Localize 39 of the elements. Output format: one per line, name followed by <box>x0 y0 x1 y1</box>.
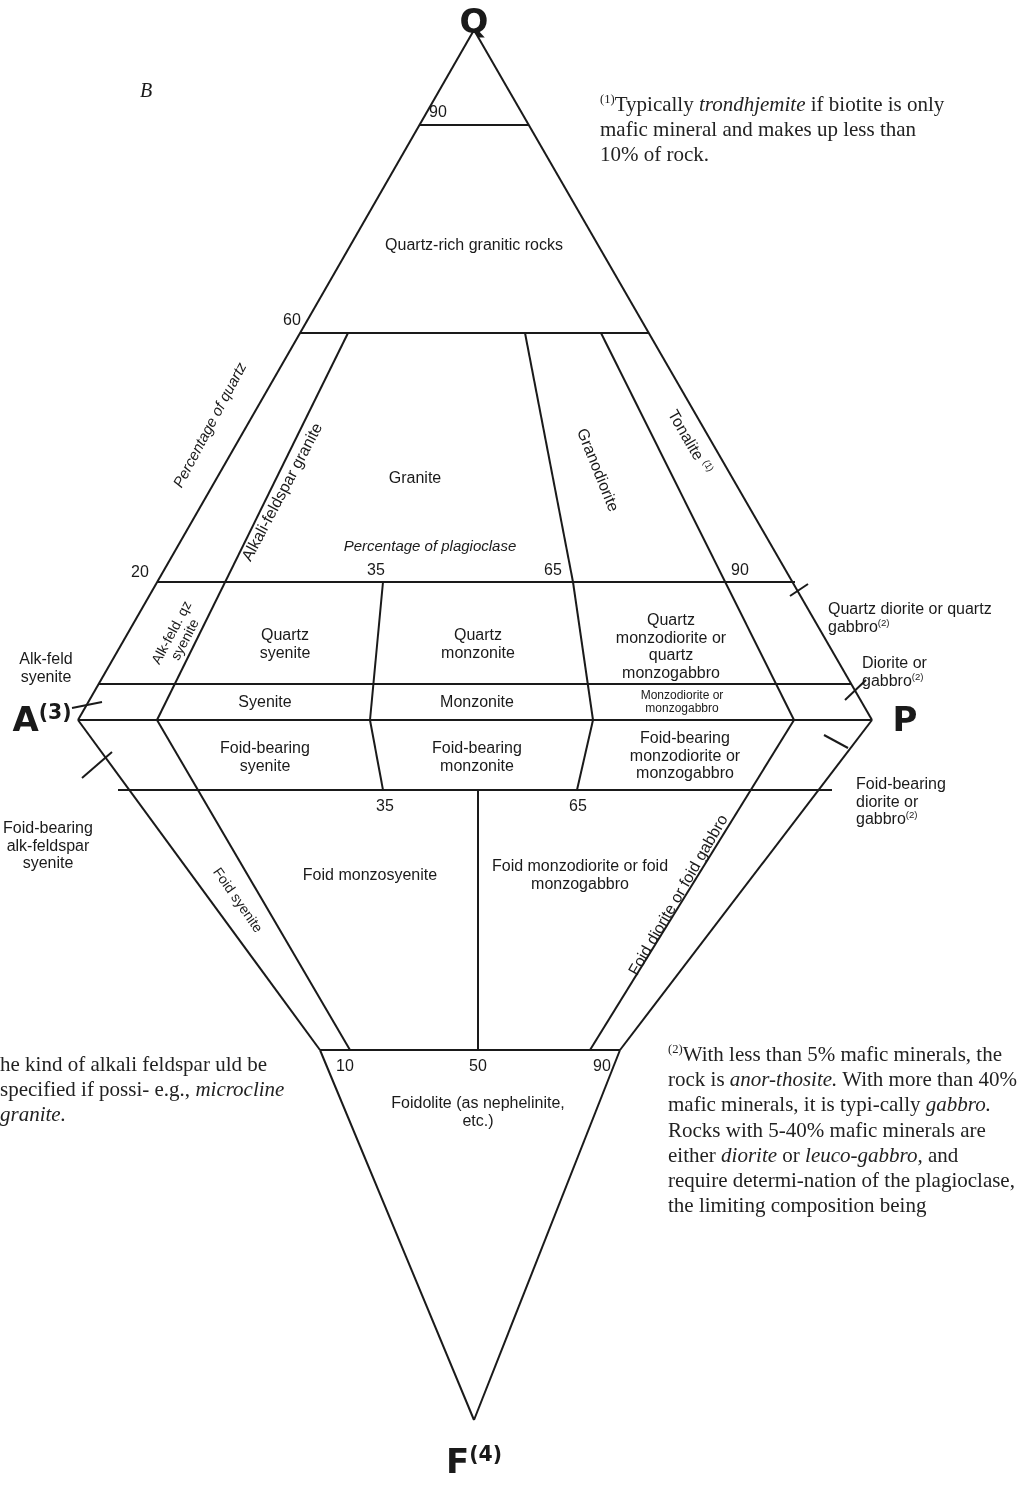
scale-value: 65 <box>568 797 588 815</box>
scale-value: 90 <box>730 561 750 579</box>
panel-letter: B <box>138 79 154 101</box>
scale-value: 20 <box>130 563 150 581</box>
axis-label: Percentage of plagioclase <box>342 537 518 555</box>
field-label: Foid-bearing diorite or gabbro$^{(2)}$ <box>856 775 947 829</box>
scale-value: 90 <box>592 1057 612 1075</box>
field-label: Quartz syenite <box>258 626 312 662</box>
field-label: Diorite or gabbro$^{(2)}$ <box>862 654 928 690</box>
footnote: he kind of alkali feldspar uld be specified if possi- e.g., microcline granite. <box>0 1052 286 1128</box>
scale-value: 35 <box>375 797 395 815</box>
vertex-label: P <box>891 701 919 739</box>
field-label: Foid-bearing monzonite <box>431 739 523 775</box>
field-label: Monzodiorite or monzogabbro <box>639 689 725 715</box>
scale-value: 35 <box>366 561 386 579</box>
field-label: Foid-bearing syenite <box>219 739 311 775</box>
field-label: Quartz diorite or quartz gabbro$^{(2)}$ <box>828 600 993 636</box>
field-label: Quartz monzonite <box>440 626 516 662</box>
scale-value: 10 <box>335 1057 355 1075</box>
scale-value: 60 <box>282 311 302 329</box>
field-label: Foid-bearing monzodiorite or monzogabbro <box>628 728 742 782</box>
vertex-label: F$^{(4)}$ <box>444 1443 504 1481</box>
field-label: Granite <box>387 469 443 487</box>
field-label: Alk-feld syenite <box>18 650 74 686</box>
field-label: Syenite <box>237 693 293 711</box>
vertex-label: A$^{(3)}$ <box>12 701 72 739</box>
field-label: Monzonite <box>439 693 515 711</box>
vertex-label: Q <box>458 3 490 41</box>
field-label: Quartz monzodiorite or quartz monzogabbro <box>614 610 728 682</box>
field-label: Foid-bearing alk-feldspar syenite <box>2 818 94 872</box>
field-label: Quartz-rich granitic rocks <box>384 236 564 254</box>
footnote: $^{(2)}$With less than 5% mafic minerals, the rock is anor-thosite. With more than 40% mafic minerals, it is typi-cally gabbro. Rocks with 5-40% mafic minerals are either diorite or leuco-gabbro, and require determi-nation of the plagioclase, the limiting composition being <box>668 1042 1018 1219</box>
field-label: Foidolite (as nephelinite, etc.) <box>390 1094 566 1130</box>
scale-value: 65 <box>543 561 563 579</box>
field-label: Foid monzosyenite <box>301 866 439 884</box>
scale-value: 90 <box>428 103 448 121</box>
scale-value: 50 <box>468 1057 488 1075</box>
field-label: Foid monzodiorite or foid monzogabbro <box>490 857 670 893</box>
footnote: $^{(1)}$Typically trondhjemite if biotite is only mafic mineral and makes up less than 10% of rock. <box>600 92 945 168</box>
